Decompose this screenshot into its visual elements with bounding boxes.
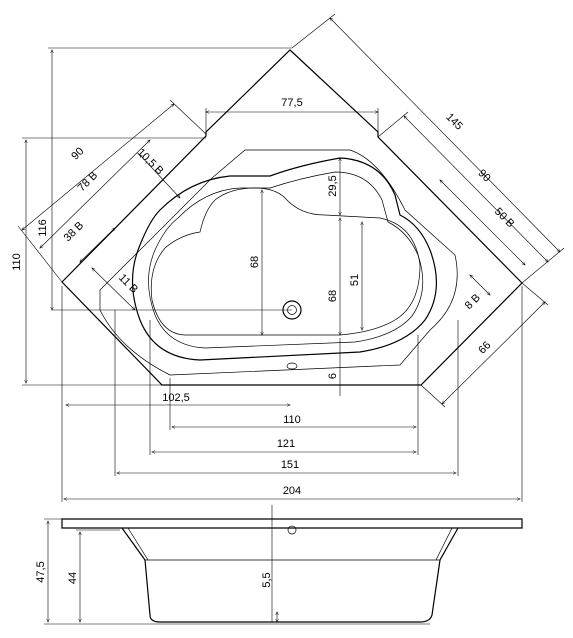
dim-44: 44 [67, 572, 79, 584]
dim-110-vertical: 110 [11, 253, 23, 271]
dim-8b: 8 B [463, 292, 483, 312]
overflow [286, 362, 298, 370]
bowl-outer [131, 157, 438, 361]
bowl-floor [150, 187, 421, 336]
dim-90-left: 90 [69, 145, 86, 162]
dim-68-left: 68 [249, 256, 261, 268]
dim-5-5: 5,5 [261, 572, 273, 587]
dim-204: 204 [283, 485, 301, 497]
dim-68-right: 68 [327, 290, 339, 302]
dim-151: 151 [281, 459, 299, 471]
dim-66: 66 [476, 339, 493, 356]
dim-6: 6 [327, 373, 339, 379]
side-labels: 47,5 44 5,5 [35, 561, 273, 587]
side-rim [61, 518, 523, 529]
dim-121: 121 [277, 438, 295, 450]
plan-dimension-lines [17, 13, 565, 502]
dim-145: 145 [443, 111, 464, 132]
side-view [44, 505, 523, 625]
dim-11b: 11 B [116, 272, 140, 296]
side-body [121, 527, 459, 623]
dim-77-5: 77,5 [281, 97, 302, 109]
dim-116: 116 [37, 219, 49, 237]
plan-labels: 77,5 145 90 50 B 8 B 66 90 78 B 10,5 B 3… [11, 97, 516, 497]
side-overflow [287, 525, 297, 535]
dim-51: 51 [349, 274, 361, 286]
dim-110-horizontal: 110 [283, 414, 301, 426]
dim-47-5: 47,5 [35, 561, 47, 582]
dim-90-right: 90 [476, 167, 493, 184]
dim-78b: 78 B [76, 170, 100, 194]
bowl-inner-wall [148, 171, 424, 349]
dim-102-5: 102,5 [162, 392, 190, 404]
dim-29-5: 29,5 [327, 175, 339, 196]
dim-10-5b: 10,5 B [135, 146, 166, 177]
